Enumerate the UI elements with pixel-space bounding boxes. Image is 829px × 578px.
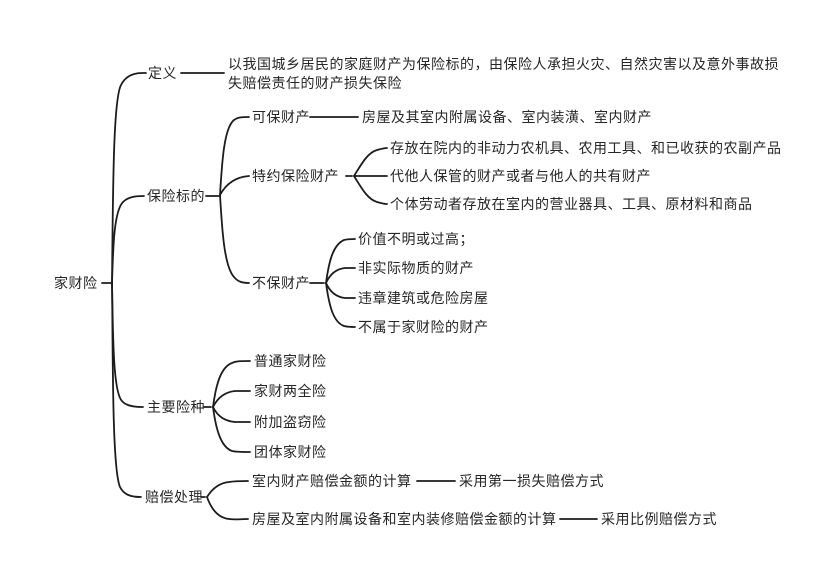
edge-root-subject <box>111 195 145 284</box>
edge-types-1 <box>212 390 251 408</box>
node-definition-text[interactable]: 以我国城乡居民的家庭财产为保险标的，由保险人承担火灾、自然灾害以及意外事故损失赔… <box>228 56 779 91</box>
node-types[interactable]: 主要险种 <box>147 399 205 415</box>
edge-types-3 <box>212 406 251 453</box>
edge-types-2 <box>212 406 251 423</box>
node-subject[interactable]: 保险标的 <box>147 188 205 204</box>
node-excluded-item-2[interactable]: 违章建筑或危险房屋 <box>358 290 489 306</box>
node-excluded-item-3[interactable]: 不属于家财险的财产 <box>358 319 489 335</box>
node-special[interactable]: 特约保险财产 <box>252 168 339 184</box>
node-claims-calc-1[interactable]: 房屋及室内附属设备和室内装修赔偿金额的计算 <box>252 511 557 527</box>
node-definition[interactable]: 定义 <box>148 65 177 81</box>
edge-special-2 <box>353 175 388 205</box>
node-type-2[interactable]: 附加盗窃险 <box>254 414 327 430</box>
node-excluded-item-1[interactable]: 非实际物质的财产 <box>358 260 474 276</box>
node-claims-method-0[interactable]: 采用第一损失赔偿方式 <box>459 473 604 489</box>
edge-excluded-1 <box>325 267 356 284</box>
node-claims-calc-0[interactable]: 室内财产赔偿金额的计算 <box>252 473 412 489</box>
edge-special-0 <box>353 147 388 177</box>
node-special-item-0[interactable]: 存放在院内的非动力农机具、农用工具、和已收获的农副产品 <box>390 140 782 156</box>
node-excluded[interactable]: 不保财产 <box>252 275 310 291</box>
edge-root-claims <box>111 282 142 498</box>
node-type-3[interactable]: 团体家财险 <box>254 444 327 460</box>
edge-claims-0 <box>206 480 249 498</box>
edge-root-types <box>111 282 144 408</box>
node-insurable[interactable]: 可保财产 <box>252 109 310 125</box>
node-special-item-2[interactable]: 个体劳动者存放在室内的营业器具、工具、原材料和商品 <box>390 196 753 212</box>
edge-excluded-2 <box>325 282 356 299</box>
node-claims-method-1[interactable]: 采用比例赔偿方式 <box>601 511 717 527</box>
node-claims[interactable]: 赔偿处理 <box>145 489 203 505</box>
node-special-item-1[interactable]: 代他人保管的财产或者与他人的共有财产 <box>390 168 651 184</box>
edge-subject-excluded <box>219 194 250 284</box>
node-type-1[interactable]: 家财两全险 <box>254 383 327 399</box>
node-type-0[interactable]: 普通家财险 <box>254 353 327 369</box>
edge-root-definition <box>111 72 147 284</box>
node-root[interactable]: 家财险 <box>54 275 98 291</box>
node-excluded-item-0[interactable]: 价值不明或过高； <box>358 231 474 247</box>
edge-excluded-0 <box>325 238 356 284</box>
edge-types-0 <box>212 360 251 408</box>
edge-subject-special <box>219 175 250 196</box>
edge-excluded-3 <box>325 282 356 328</box>
edge-claims-1 <box>206 496 249 521</box>
node-insurable-detail[interactable]: 房屋及其室内附属设备、室内装潢、室内财产 <box>362 109 652 125</box>
edge-subject-insurable <box>219 116 250 196</box>
